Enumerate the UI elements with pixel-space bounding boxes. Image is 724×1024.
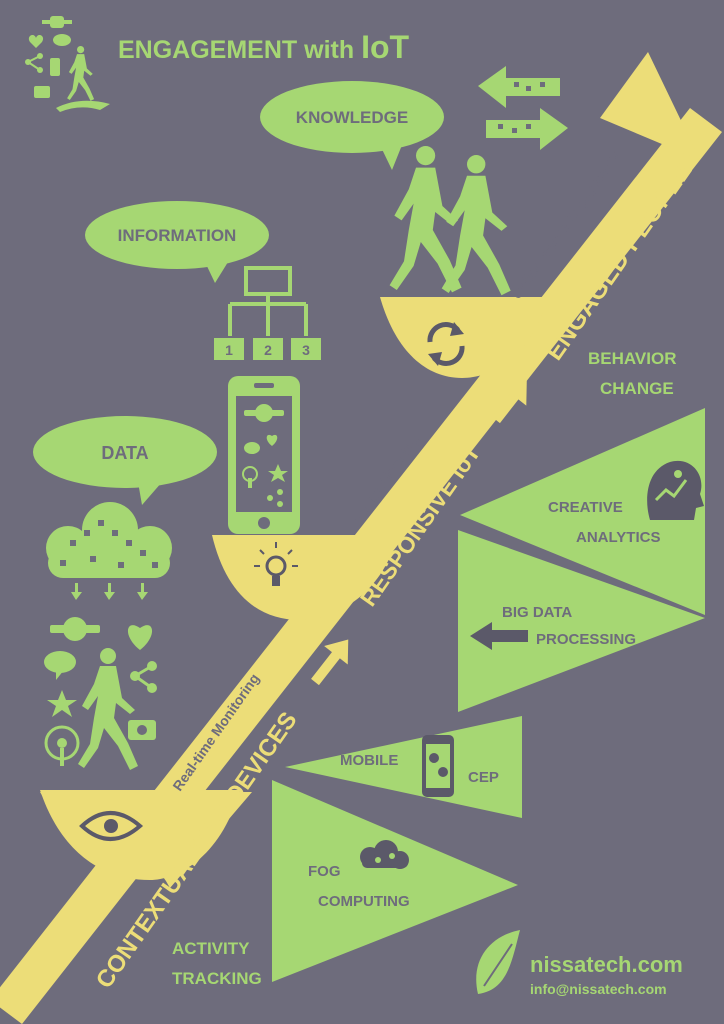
heart-icon xyxy=(127,625,153,650)
stair-2 xyxy=(212,535,398,620)
exchange-arrows-icon xyxy=(478,66,568,150)
svg-text:PROCESSING: PROCESSING xyxy=(536,631,636,648)
small-arrow-1 xyxy=(311,639,349,686)
label-engaged-people: ENGAGED PEOPLE xyxy=(540,157,698,365)
svg-text:CEP: CEP xyxy=(468,769,499,786)
big-data-content: BIG DATA PROCESSING xyxy=(470,604,636,650)
block-creative-analytics xyxy=(460,408,705,615)
svg-text:BIG DATA: BIG DATA xyxy=(502,604,572,621)
fog-computing-content: FOG COMPUTING xyxy=(308,840,410,910)
behavior-change-label: BEHAVIOR CHANGE xyxy=(588,349,676,398)
leaf-logo-icon xyxy=(476,930,520,994)
cloud-arrows xyxy=(71,583,148,600)
star-icon xyxy=(47,690,77,717)
mobile-cep-content: MOBILE CEP xyxy=(340,735,499,797)
svg-text:TRACKING: TRACKING xyxy=(172,969,262,988)
svg-text:KNOWLEDGE: KNOWLEDGE xyxy=(296,108,408,127)
lightbulb-icon xyxy=(254,542,298,586)
svg-text:ACTIVITY: ACTIVITY xyxy=(172,939,250,958)
bubble-data: DATA xyxy=(33,416,217,505)
svg-text:3: 3 xyxy=(302,342,310,358)
watch-icon xyxy=(42,16,72,28)
eye-icon xyxy=(79,811,144,841)
activity-tracking-label: ACTIVITY TRACKING xyxy=(172,939,262,988)
smartphone-icon xyxy=(422,735,454,797)
block-mobile-cep xyxy=(285,716,522,818)
creative-analytics-content: CREATIVE ANALYTICS xyxy=(548,460,704,546)
bubble-knowledge: KNOWLEDGE xyxy=(260,81,444,170)
arrow-left-icon xyxy=(470,622,528,650)
svg-text:FOG: FOG xyxy=(308,863,341,880)
footer-site-link[interactable]: nissatech.com xyxy=(530,952,683,977)
svg-text:CHANGE: CHANGE xyxy=(600,379,674,398)
svg-text:ANALYTICS: ANALYTICS xyxy=(576,529,660,546)
share-icon xyxy=(130,661,157,693)
sync-icon xyxy=(427,322,465,366)
small-arrow-2 xyxy=(492,380,527,424)
share-icon xyxy=(25,53,43,73)
cloud-icon xyxy=(46,502,172,578)
svg-text:CREATIVE: CREATIVE xyxy=(548,499,623,516)
gears-icon xyxy=(429,753,448,777)
watch-icon xyxy=(50,617,100,641)
camera-icon xyxy=(128,720,156,740)
page-title: ENGAGEMENT with IoT xyxy=(118,29,410,65)
svg-text:BEHAVIOR: BEHAVIOR xyxy=(588,349,676,368)
cloud-pattern xyxy=(60,520,158,568)
svg-text:2: 2 xyxy=(264,342,272,358)
runner-icon xyxy=(78,648,138,770)
block-big-data xyxy=(458,530,705,712)
svg-text:DATA: DATA xyxy=(101,443,148,463)
gears-icon xyxy=(360,840,409,869)
stair-3 xyxy=(380,297,548,378)
svg-text:1: 1 xyxy=(225,342,233,358)
smartphone-icon xyxy=(228,376,300,534)
podcast-icon xyxy=(44,725,80,766)
bubble-information: INFORMATION xyxy=(85,201,269,283)
runner-icon xyxy=(441,155,511,296)
runner-icon xyxy=(67,46,95,101)
title-icon-cluster xyxy=(25,16,110,112)
heart-icon xyxy=(28,35,44,48)
svg-text:MOBILE: MOBILE xyxy=(340,752,398,769)
chat-icon xyxy=(44,651,76,680)
footer-email-link[interactable]: info@nissatech.com xyxy=(530,981,667,997)
analytics-head-icon xyxy=(647,460,704,520)
org-chart: 1 2 3 xyxy=(214,266,321,360)
block-fog-computing xyxy=(272,780,518,982)
camera-icon xyxy=(34,86,50,98)
svg-text:INFORMATION: INFORMATION xyxy=(118,226,237,245)
svg-text:COMPUTING: COMPUTING xyxy=(318,893,410,910)
